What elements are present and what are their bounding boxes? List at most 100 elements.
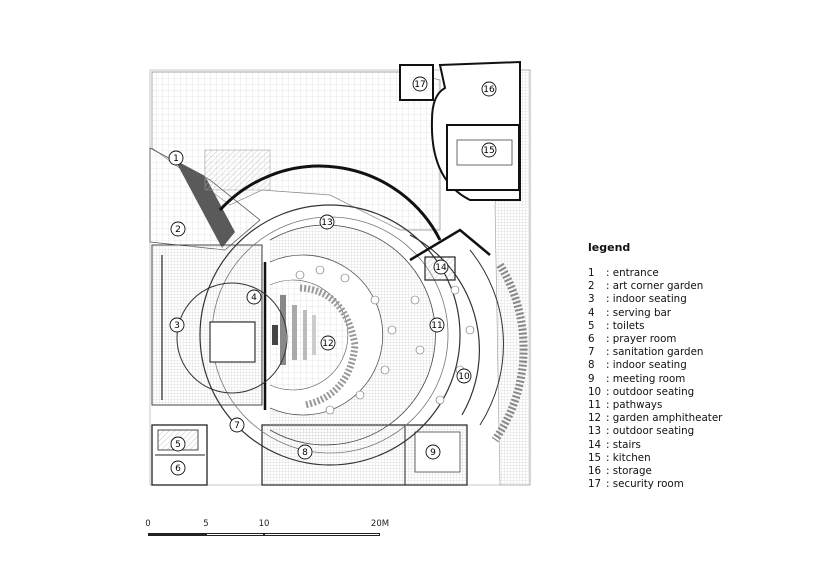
legend-item: 9 : meeting room — [588, 373, 808, 386]
legend-item-label: : toilets — [606, 319, 645, 332]
plan-label-text: 14 — [435, 263, 447, 273]
legend-item-number: 5 — [588, 319, 595, 332]
legend-item-number: 1 — [588, 267, 595, 279]
plan-label-text: 8 — [302, 448, 308, 458]
plan-label-marker — [433, 259, 449, 275]
plan-label-marker — [320, 335, 336, 351]
legend-item-label: : stairs — [606, 438, 641, 451]
entrance-canopy — [204, 149, 271, 191]
planting-arc — [299, 284, 359, 409]
legend-item-number: 3 — [588, 293, 595, 306]
legend-item-number: 10 — [588, 385, 602, 398]
legend-item-number: 16 — [588, 465, 602, 478]
plan-label-text: 6 — [175, 464, 181, 474]
plan-label-text: 15 — [483, 146, 494, 156]
legend-item: 3 : indoor seating — [588, 293, 808, 306]
legend-item-label: : garden amphitheater — [606, 412, 723, 425]
plan-label-text: 4 — [251, 293, 257, 303]
legend-item-label: : outdoor seating — [606, 425, 695, 438]
outer-ring — [199, 204, 461, 466]
entrance-ramp — [175, 160, 235, 248]
plan-label-text: 3 — [174, 321, 180, 331]
legend-item-label: : pathways — [606, 399, 663, 412]
legend-item-label: : prayer room — [606, 333, 677, 346]
legend-item-number: 17 — [588, 478, 602, 491]
legend-item-label: : meeting room — [606, 372, 686, 385]
legend-item: 6: prayer room — [588, 333, 808, 346]
legend-item-label: : indoor seating — [606, 293, 687, 306]
plan-label-marker — [481, 142, 497, 158]
scale-tick: 20M — [370, 519, 390, 529]
legend-item: 12 : garden amphitheater — [588, 412, 808, 425]
legend-item: 13 : outdoor seating — [588, 425, 808, 438]
scale-bar: 0 5 10 20M — [140, 519, 390, 549]
legend-item-label: : art corner garden — [606, 280, 704, 293]
plan-label-text: 11 — [431, 321, 442, 331]
plan-label-marker — [229, 417, 245, 433]
plan-label-text: 17 — [414, 80, 425, 90]
scale-tick: 5 — [203, 519, 209, 529]
legend-item: 5 : toilets — [588, 320, 808, 333]
legend-item: 14 : stairs — [588, 439, 808, 452]
amphitheater-stage — [272, 295, 316, 365]
legend-item: 16 : storage — [588, 465, 808, 478]
legend-item-label: : kitchen — [606, 451, 651, 464]
plan-label-marker — [429, 317, 445, 333]
plan-label-text: 7 — [234, 421, 240, 431]
plan-label-marker — [246, 289, 262, 305]
legend-item: 17 : security room — [588, 478, 808, 491]
plan-label-marker — [170, 460, 186, 476]
legend-item-number: 7 — [588, 346, 595, 359]
legend-item-number: 8 — [588, 359, 595, 372]
plan-label-marker — [319, 214, 335, 230]
legend-item-label: : security room — [606, 478, 684, 491]
plan-label-text: 2 — [175, 225, 181, 235]
plan-label-text: 16 — [483, 85, 495, 95]
legend-item-label: : indoor seating — [606, 359, 687, 372]
legend-item: 2: art corner garden — [588, 280, 808, 293]
legend-item-number: 15 — [588, 451, 602, 464]
legend-item: 8 : indoor seating — [588, 359, 808, 372]
legend-item: 10 : outdoor seating — [588, 386, 808, 399]
legend-item-number: 9 — [588, 372, 595, 385]
scale-tick: 0 — [145, 519, 151, 529]
plan-label-marker — [456, 368, 472, 384]
legend-item-number: 14 — [588, 438, 602, 451]
legend-item: 11 : pathways — [588, 399, 808, 412]
legend-title: legend — [588, 241, 631, 254]
scale-tick: 10 — [258, 519, 270, 529]
plan-label-marker — [412, 76, 428, 92]
legend-item-number: 4 — [588, 306, 595, 319]
hedge-arc — [491, 262, 528, 443]
plan-label-marker — [170, 221, 186, 237]
plan-label-marker — [481, 81, 497, 97]
canopy-arc — [218, 164, 442, 241]
legend-item-label: : outdoor seating — [606, 385, 695, 398]
plan-label-text: 9 — [430, 448, 436, 458]
legend-item: 4 : serving bar — [588, 307, 808, 320]
scale-bar-segments — [148, 533, 380, 539]
legend-item-number: 13 — [588, 425, 602, 438]
plan-label-marker — [297, 444, 313, 460]
legend-item-label: : sanitation garden — [606, 346, 704, 359]
plan-label-marker — [170, 436, 186, 452]
plan-label-text: 5 — [175, 440, 181, 450]
plan-label-marker — [169, 317, 185, 333]
legend-item-label: : storage — [606, 465, 652, 478]
legend-item: 1 : entrance — [588, 267, 808, 280]
legend-item: 15 : kitchen — [588, 452, 808, 465]
legend-item-number: 12 — [588, 412, 602, 425]
kitchen-room — [446, 124, 520, 191]
plan-label-marker — [168, 150, 184, 166]
plan-label-text: 1 — [173, 154, 179, 164]
legend-item-label: : serving bar — [606, 306, 672, 319]
legend-item-label: : entrance — [606, 267, 659, 279]
legend-item: 7 : sanitation garden — [588, 346, 808, 359]
plan-label-text: 12 — [322, 339, 333, 349]
legend-item-number: 11 — [588, 399, 602, 412]
plan-label-text: 10 — [458, 372, 470, 382]
